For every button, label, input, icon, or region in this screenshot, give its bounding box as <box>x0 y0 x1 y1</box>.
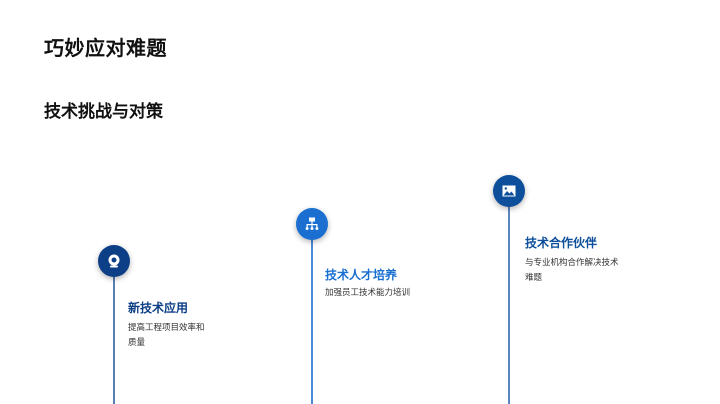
image-icon <box>502 185 516 197</box>
timeline-heading: 技术合作伙伴 <box>525 236 598 250</box>
timeline-line <box>508 192 510 404</box>
timeline-line <box>113 262 115 404</box>
timeline-node <box>493 175 525 207</box>
page-title: 巧妙应对难题 <box>44 36 167 60</box>
timeline-line <box>311 225 313 404</box>
section-subtitle: 技术挑战与对策 <box>44 102 163 122</box>
timeline-description: 与专业机构合作解决技术难题 <box>525 258 619 283</box>
timeline-description: 提高工程项目效率和质量 <box>128 323 205 348</box>
timeline-description: 加强员工技术能力培训 <box>325 288 411 298</box>
webcam-icon <box>108 254 120 268</box>
timeline-heading: 新技术应用 <box>128 301 189 315</box>
timeline-heading: 技术人才培养 <box>325 268 398 282</box>
org-chart-icon <box>305 217 319 230</box>
timeline-node <box>296 208 328 240</box>
timeline-node <box>98 245 130 277</box>
